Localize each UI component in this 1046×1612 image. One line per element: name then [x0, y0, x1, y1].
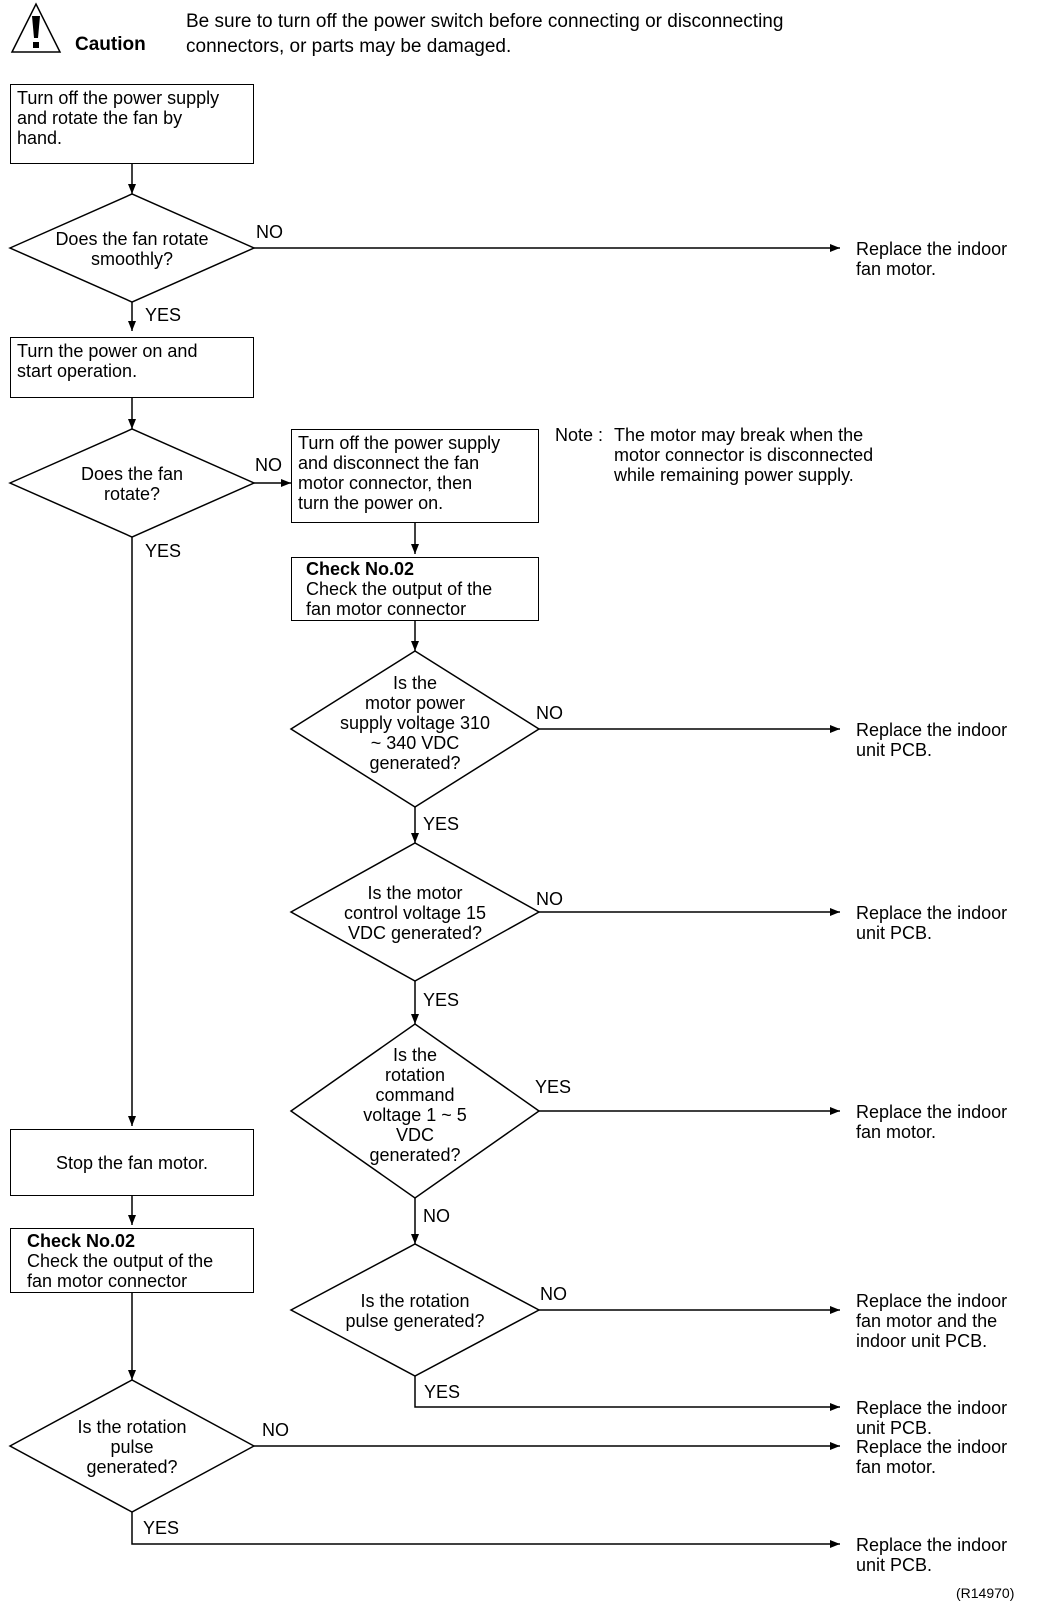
result-r5: Replace the indoor fan motor and the ind… [856, 1291, 1008, 1351]
label-no-d7: NO [262, 1420, 289, 1440]
check-text-right: Check the output of the fan motor connec… [306, 579, 493, 619]
decision-d4-text: Is the motor control voltage 15 VDC gene… [343, 883, 487, 943]
label-no-d6: NO [540, 1284, 567, 1304]
result-r1: Replace the indoor fan motor. [856, 239, 1008, 279]
note-prefix: Note : [555, 425, 604, 445]
box-rotate-fan-by-hand: Turn off the power supply and rotate the… [10, 84, 254, 164]
box-check-no02-left: Check No.02 Check the output of the fan … [10, 1228, 254, 1293]
box-check-no02-right: Check No.02 Check the output of the fan … [291, 557, 539, 621]
note-text: The motor may break when the motor conne… [614, 425, 874, 485]
decision-d5-text: Is the rotation command voltage 1 ~ 5 VD… [363, 1045, 467, 1165]
label-yes-d4: YES [423, 990, 460, 1010]
box-stop-fan-motor-text: Stop the fan motor. [55, 1153, 209, 1173]
caution-message: Be sure to turn off the power switch bef… [186, 11, 784, 57]
label-yes-d1: YES [145, 305, 182, 325]
label-no-d3: NO [536, 703, 563, 723]
decision-d3-text: Is the motor power supply voltage 310 ~ … [339, 673, 491, 773]
check-text-left: Check the output of the fan motor connec… [27, 1251, 214, 1291]
label-yes-d6: YES [424, 1382, 461, 1402]
decision-d1-text: Does the fan rotate smoothly? [55, 229, 209, 269]
caution-exclamation [32, 16, 40, 48]
caution-label: Caution [75, 34, 146, 55]
label-yes-d2: YES [145, 541, 182, 561]
result-r2: Replace the indoor unit PCB. [856, 720, 1008, 760]
check-title-left: Check No.02 [27, 1231, 136, 1251]
box-rotate-fan-by-hand-text: Turn off the power supply and rotate the… [17, 88, 220, 148]
label-yes-d5: YES [535, 1077, 572, 1097]
result-r6: Replace the indoor unit PCB. [856, 1398, 1008, 1438]
result-r8: Replace the indoor unit PCB. [856, 1535, 1008, 1575]
label-yes-d7: YES [143, 1518, 180, 1538]
box-power-on-text: Turn the power on and start operation. [17, 341, 198, 381]
box-disconnect-connector-text: Turn off the power supply and disconnect… [298, 433, 501, 513]
result-r3: Replace the indoor unit PCB. [856, 903, 1008, 943]
decision-d2-text: Does the fan rotate? [80, 464, 184, 504]
box-power-on: Turn the power on and start operation. [10, 337, 254, 398]
check-title-right: Check No.02 [306, 559, 415, 579]
figure-id: (R14970) [956, 1585, 1015, 1601]
result-r4: Replace the indoor fan motor. [856, 1102, 1008, 1142]
label-no-d4: NO [536, 889, 563, 909]
box-disconnect-connector: Turn off the power supply and disconnect… [291, 429, 539, 523]
label-yes-d3: YES [423, 814, 460, 834]
decision-d6-text: Is the rotation pulse generated? [345, 1291, 485, 1331]
result-r7: Replace the indoor fan motor. [856, 1437, 1008, 1477]
label-no-d1: NO [256, 222, 283, 242]
label-no-d5: NO [423, 1206, 450, 1226]
box-stop-fan-motor: Stop the fan motor. [10, 1129, 254, 1196]
decision-d7-text: Is the rotation pulse generated? [77, 1417, 187, 1477]
label-no-d2: NO [255, 455, 282, 475]
